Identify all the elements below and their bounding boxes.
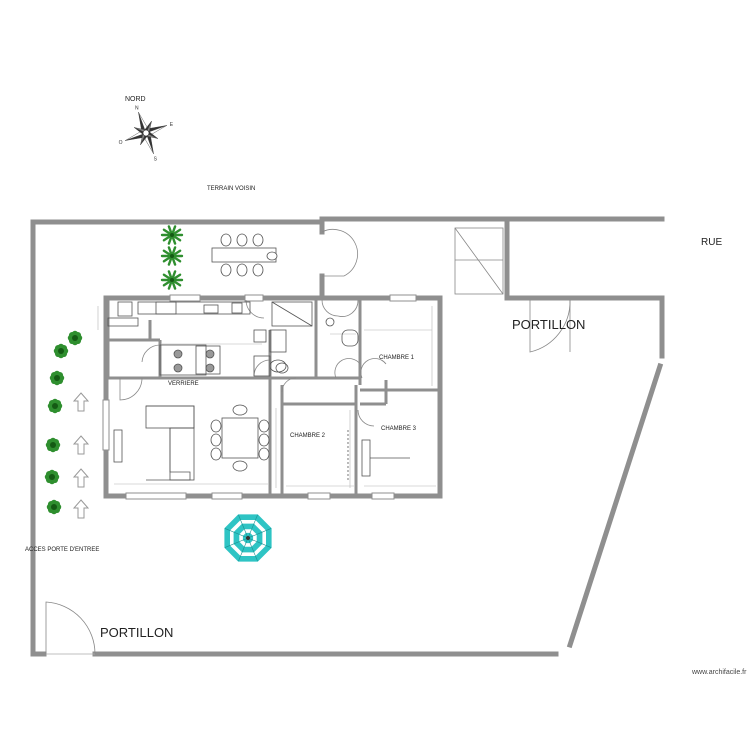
plant-icon: [67, 330, 83, 346]
compass-letter: E: [170, 122, 174, 128]
arrow-up-icon: [72, 392, 90, 412]
plant-icon: [45, 437, 61, 453]
plant-icon: [46, 499, 62, 515]
plot-walls: [30, 216, 665, 657]
arrow-up-icon: [72, 468, 90, 488]
chair-icon: [220, 233, 232, 247]
dimension-lines: [97, 306, 436, 488]
neighbour-label: TERRAIN VOISIN: [207, 186, 256, 192]
bathroom: [269, 301, 359, 374]
compass-letter: N: [135, 106, 139, 112]
internal-walls: [106, 300, 438, 494]
compass-label: NORD: [125, 96, 146, 103]
plant-icon: [53, 343, 69, 359]
arrow-up-icon: [72, 435, 90, 455]
plant-icon: [49, 370, 65, 386]
outdoor-dining: [211, 233, 278, 277]
doors: [45, 229, 571, 655]
bedroom2-label: CHAMBRE 2: [290, 433, 326, 439]
compass-icon: N E S O: [119, 106, 174, 163]
plant-icon: [44, 469, 60, 485]
table-icon: [211, 247, 277, 263]
windows: [102, 294, 417, 500]
veranda-label: VERRIERE: [168, 381, 199, 387]
bedroom1-label: CHAMBRE 1: [379, 355, 415, 361]
plant-icon: [47, 398, 63, 414]
plant-icon: [160, 270, 184, 290]
bedrooms-furniture: [347, 430, 410, 480]
compass-letter: S: [154, 156, 158, 162]
plant-icon: [160, 225, 184, 245]
plants: [44, 225, 184, 515]
plant-icon: [160, 246, 184, 266]
gate-right-label: PORTILLON: [512, 317, 586, 332]
living-room: [113, 404, 270, 481]
access-arrows: [72, 392, 90, 519]
arrow-up-icon: [72, 499, 90, 519]
house-walls: [103, 295, 443, 499]
street-label: RUE: [701, 237, 723, 248]
parasol-icon: [224, 514, 272, 562]
carport: [454, 227, 504, 295]
compass-letter: O: [119, 140, 123, 146]
credit-label: www.archifacile.fr: [692, 669, 747, 676]
bedroom3-label: CHAMBRE 3: [381, 426, 417, 432]
gate-bottom-label: PORTILLON: [100, 625, 174, 640]
entrance-label: ACCES PORTE D'ENTREE: [25, 547, 100, 553]
kitchen: [107, 301, 271, 377]
